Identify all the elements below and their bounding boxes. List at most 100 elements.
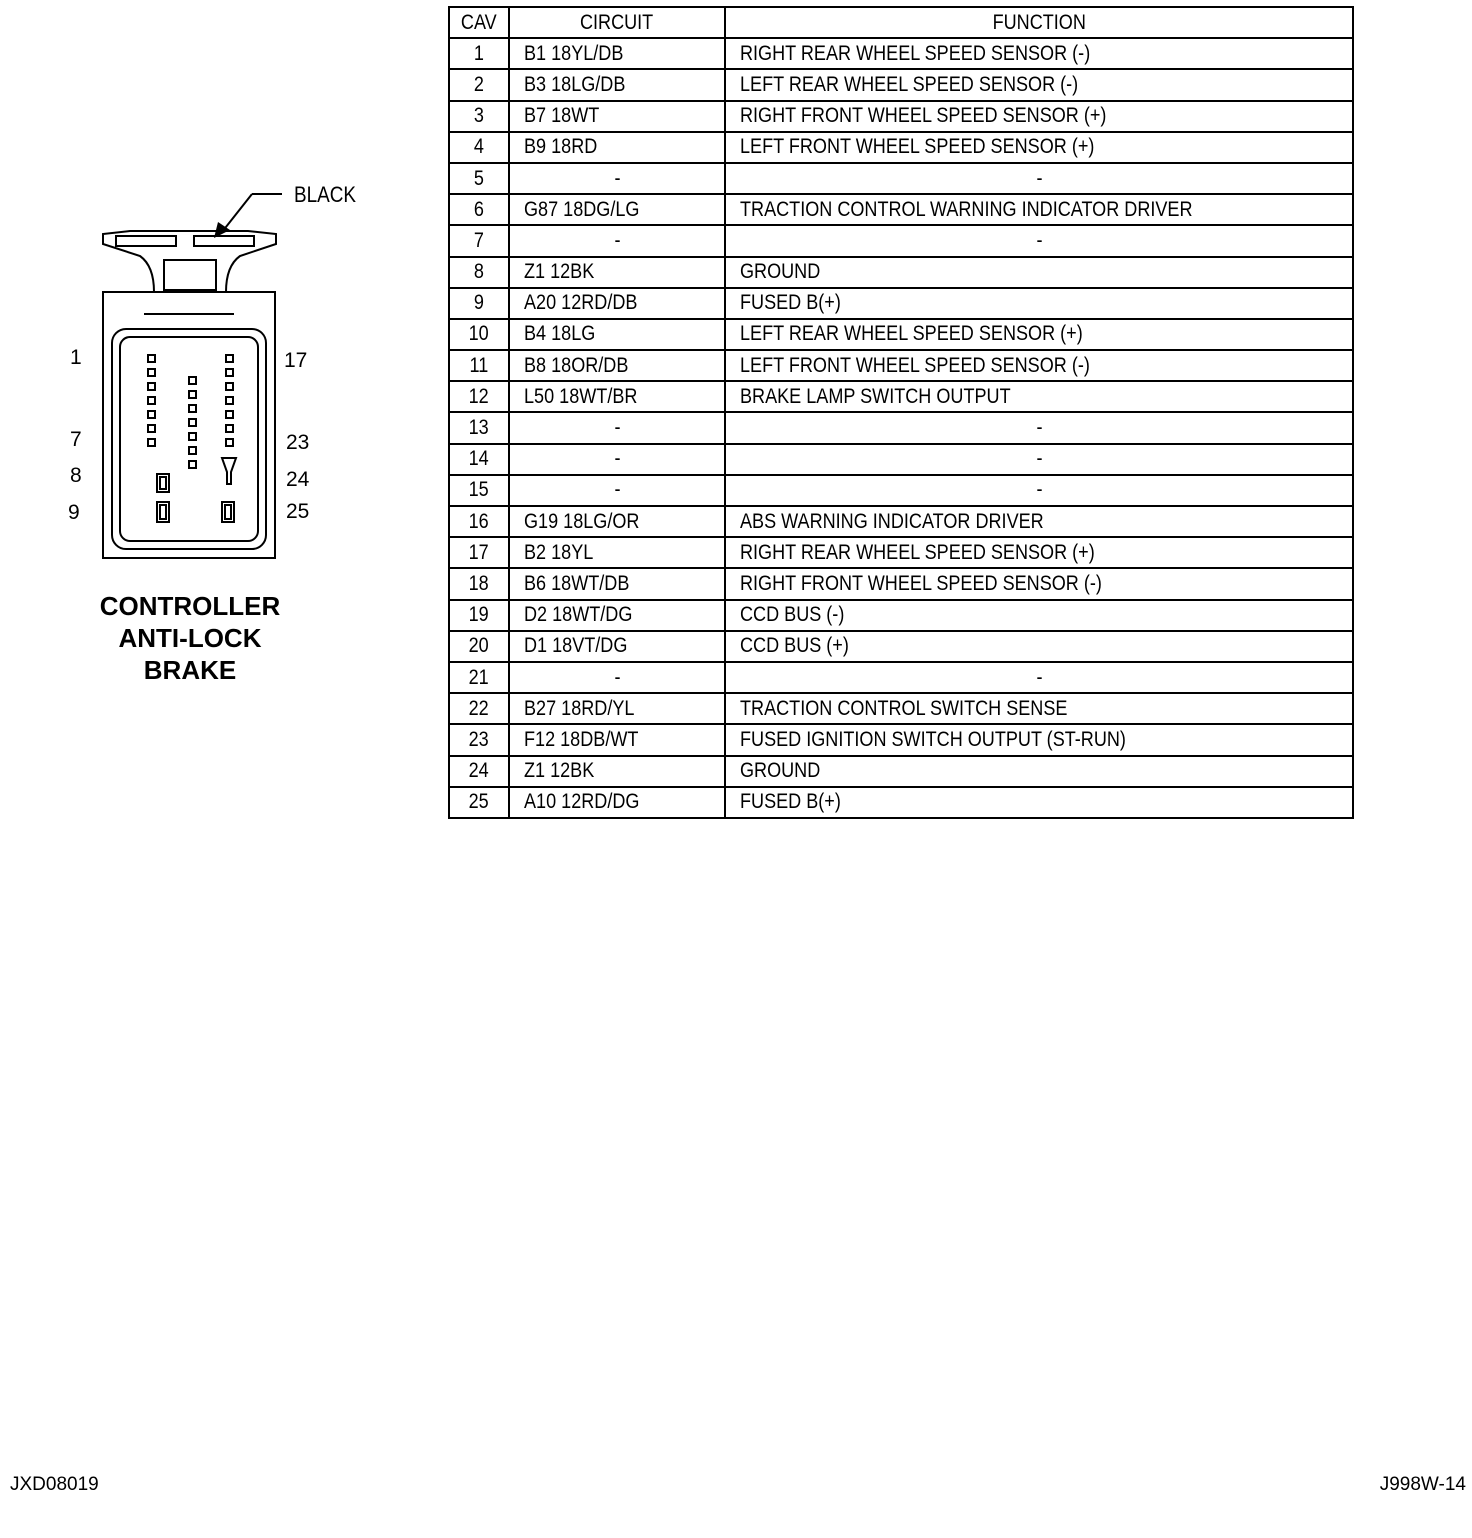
circuit-cell: G87 18DG/LG bbox=[508, 193, 726, 227]
function-cell: CCD BUS (+) bbox=[724, 629, 1354, 663]
lock-tab bbox=[163, 259, 217, 291]
cav-cell: 3 bbox=[448, 99, 510, 133]
cav-cell: 2 bbox=[448, 68, 510, 102]
function-cell: RIGHT REAR WHEEL SPEED SENSOR (+) bbox=[724, 536, 1354, 570]
function-cell: TRACTION CONTROL WARNING INDICATOR DRIVE… bbox=[724, 193, 1354, 227]
function-cell: GROUND bbox=[724, 754, 1354, 788]
pin-label-right-17: 17 bbox=[284, 349, 308, 372]
circuit-cell: F12 18DB/WT bbox=[508, 723, 726, 757]
cav-cell: 4 bbox=[448, 130, 510, 164]
pin-label-left-8: 8 bbox=[70, 464, 82, 487]
connector-housing bbox=[102, 291, 276, 559]
caption-line-2: ANTI-LOCK bbox=[118, 623, 262, 653]
cav-cell: 1 bbox=[448, 37, 510, 71]
caption-line-1: CONTROLLER bbox=[99, 591, 281, 621]
function-cell: FUSED B(+) bbox=[724, 286, 1354, 320]
pin-label-left-9: 9 bbox=[68, 501, 80, 524]
circuit-cell: Z1 12BK bbox=[508, 754, 726, 788]
function-cell: RIGHT REAR WHEEL SPEED SENSOR (-) bbox=[724, 37, 1354, 71]
cavity-9 bbox=[156, 501, 170, 523]
cav-cell: 16 bbox=[448, 504, 510, 539]
header-circuit: CIRCUIT bbox=[508, 5, 726, 40]
circuit-cell: D1 18VT/DG bbox=[508, 629, 726, 663]
cav-cell: 9 bbox=[448, 286, 510, 320]
function-cell: - bbox=[724, 411, 1354, 445]
cav-cell: 8 bbox=[448, 255, 510, 289]
circuit-cell: - bbox=[508, 660, 726, 695]
function-cell: LEFT REAR WHEEL SPEED SENSOR (-) bbox=[724, 68, 1354, 102]
latch-window-right bbox=[193, 235, 255, 247]
function-cell: - bbox=[724, 442, 1354, 476]
pin-label-left-7: 7 bbox=[70, 428, 82, 451]
cav-cell: 6 bbox=[448, 193, 510, 227]
pin-label-right-23: 23 bbox=[286, 431, 310, 454]
cav-cell: 23 bbox=[448, 723, 510, 757]
cav-cell: 11 bbox=[448, 349, 510, 383]
table-row: 21-- bbox=[448, 660, 1354, 695]
circuit-cell: L50 18WT/BR bbox=[508, 380, 726, 414]
function-cell: ABS WARNING INDICATOR DRIVER bbox=[724, 504, 1354, 539]
cav-cell: 14 bbox=[448, 442, 510, 476]
cav-cell: 21 bbox=[448, 660, 510, 695]
circuit-cell: - bbox=[508, 161, 726, 196]
circuit-cell: A20 12RD/DB bbox=[508, 286, 726, 320]
latch-window-left bbox=[115, 235, 177, 247]
function-cell: FUSED IGNITION SWITCH OUTPUT (ST-RUN) bbox=[724, 723, 1354, 757]
cavity-24 bbox=[220, 457, 238, 485]
cav-cell: 17 bbox=[448, 536, 510, 570]
function-cell: FUSED B(+) bbox=[724, 785, 1354, 819]
cav-cell: 22 bbox=[448, 692, 510, 726]
circuit-cell: B9 18RD bbox=[508, 130, 726, 164]
cav-cell: 10 bbox=[448, 317, 510, 352]
circuit-cell: B1 18YL/DB bbox=[508, 37, 726, 71]
cav-cell: 20 bbox=[448, 629, 510, 663]
function-cell: LEFT FRONT WHEEL SPEED SENSOR (+) bbox=[724, 130, 1354, 164]
figure-code-right: J998W-14 bbox=[1379, 1474, 1466, 1495]
circuit-cell: B7 18WT bbox=[508, 99, 726, 133]
function-cell: - bbox=[724, 660, 1354, 695]
function-cell: RIGHT FRONT WHEEL SPEED SENSOR (-) bbox=[724, 567, 1354, 601]
function-cell: TRACTION CONTROL SWITCH SENSE bbox=[724, 692, 1354, 726]
circuit-cell: - bbox=[508, 442, 726, 476]
function-cell: CCD BUS (-) bbox=[724, 598, 1354, 632]
function-cell: LEFT FRONT WHEEL SPEED SENSOR (-) bbox=[724, 349, 1354, 383]
cav-cell: 12 bbox=[448, 380, 510, 414]
connector-figure: BLACK 1 7 8 9 17 23 24 25 CONTROLLER ANT… bbox=[0, 0, 420, 720]
connector-latch bbox=[102, 230, 277, 293]
cav-cell: 5 bbox=[448, 161, 510, 196]
circuit-cell: B2 18YL bbox=[508, 536, 726, 570]
connector-drawing bbox=[102, 193, 282, 559]
pin-label-left-1: 1 bbox=[70, 346, 82, 369]
function-cell: GROUND bbox=[724, 255, 1354, 289]
cavity-8 bbox=[156, 473, 170, 493]
function-cell: LEFT REAR WHEEL SPEED SENSOR (+) bbox=[724, 317, 1354, 352]
cavity-frame-inner bbox=[119, 336, 259, 542]
circuit-cell: G19 18LG/OR bbox=[508, 504, 726, 539]
circuit-cell: D2 18WT/DG bbox=[508, 598, 726, 632]
circuit-cell: B8 18OR/DB bbox=[508, 349, 726, 383]
callout-arrowhead bbox=[214, 222, 230, 238]
cavity-frame-outer bbox=[111, 328, 267, 550]
function-cell: BRAKE LAMP SWITCH OUTPUT bbox=[724, 380, 1354, 414]
caption-line-3: BRAKE bbox=[143, 655, 237, 685]
cav-cell: 19 bbox=[448, 598, 510, 632]
circuit-cell: B27 18RD/YL bbox=[508, 692, 726, 726]
